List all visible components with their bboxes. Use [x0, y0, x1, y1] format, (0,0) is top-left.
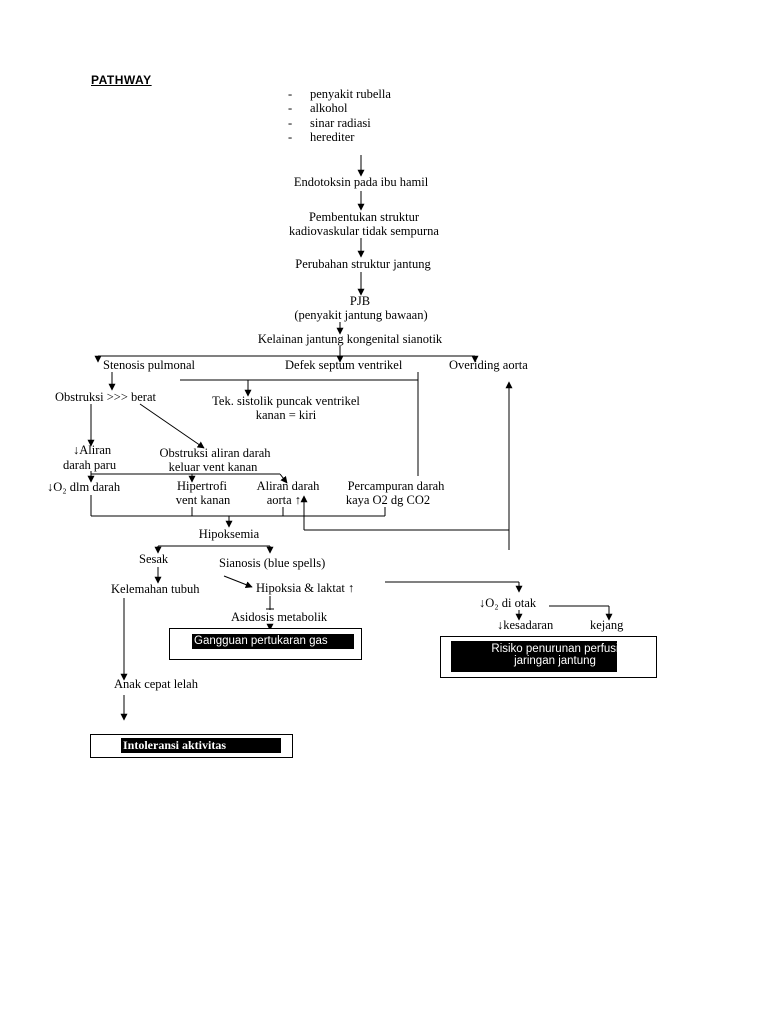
diagnosis-risiko-bar	[451, 641, 617, 672]
node-sesak: Sesak	[139, 552, 169, 566]
node-asidosis: Asidosis metabolik	[231, 610, 328, 624]
node-kesadaran: ↓kesadaran	[497, 618, 554, 632]
node-pjb-line2: (penyakit jantung bawaan)	[294, 308, 428, 322]
node-overiding: Overiding aorta	[449, 358, 528, 372]
node-percampuran-line2: kaya O2 dg CO2	[345, 493, 431, 507]
cause-item: -alkohol	[288, 101, 348, 116]
node-perubahan: Perubahan struktur jantung	[295, 257, 431, 271]
node-aliran-paru-line1: ↓Aliran	[73, 443, 112, 457]
node-defek: Defek septum ventrikel	[285, 358, 403, 372]
node-kelainan: Kelainan jantung kongenital sianotik	[257, 332, 443, 346]
node-obstruksi-aliran-line1: Obstruksi aliran darah	[159, 446, 271, 460]
connector-to-aliran-aorta	[279, 473, 288, 484]
node-pjb-line1: PJB	[349, 294, 371, 308]
node-kelemahan: Kelemahan tubuh	[111, 582, 200, 596]
node-o2-darah: ↓O₂ dlm darah	[47, 480, 121, 494]
node-sianosis: Sianosis (blue spells)	[219, 556, 326, 570]
diagnosis-box-gangguan: Gangguan pertukaran gas	[169, 628, 362, 660]
node-percampuran-line1: Percampuran darah	[347, 479, 445, 493]
node-endotoksin: Endotoksin pada ibu hamil	[293, 175, 429, 189]
diagnosis-risiko-line1: Risiko penurunan perfusi	[491, 643, 619, 655]
node-pembentukan-line2: kadiovaskular tidak sempurna	[289, 224, 439, 238]
diagnosis-box-intoleransi: Intoleransi aktivitas	[90, 734, 293, 758]
node-tek-line1: Tek. sistolik puncak ventrikel	[212, 394, 360, 408]
node-aliran-paru-line2: darah paru	[63, 458, 117, 472]
diagnosis-gangguan-label: Gangguan pertukaran gas	[192, 634, 354, 649]
node-obstruksi: Obstruksi >>> berat	[55, 390, 156, 404]
cause-item: -penyakit rubella	[288, 87, 391, 101]
diagnosis-risiko-line2: jaringan jantung	[514, 655, 596, 667]
node-aliran-aorta-line2: aorta ↑↑	[266, 493, 308, 507]
node-pembentukan-line1: Pembentukan struktur	[308, 210, 420, 224]
node-hipoksia: Hipoksia & laktat ↑	[256, 581, 355, 595]
cause-list: -penyakit rubella -alkohol -sinar radias…	[288, 87, 391, 144]
node-obstruksi-aliran-line2: keluar vent kanan	[168, 460, 258, 474]
connector-sianosis-to-hipoksia	[223, 575, 253, 588]
node-stenosis: Stenosis pulmonal	[103, 358, 196, 372]
cause-item: -herediter	[288, 129, 355, 144]
node-aliran-aorta-line1: Aliran darah	[256, 479, 320, 493]
node-anak-lelah: Anak cepat lelah	[114, 677, 198, 691]
page-title: PATHWAY	[91, 73, 152, 87]
node-hipertrofi-line2: vent kanan	[175, 493, 231, 507]
cause-item: -sinar radiasi	[288, 115, 371, 130]
node-o2-otak: ↓O₂ di otak	[479, 596, 537, 610]
connector-obstruksi-to-obstruksi-aliran	[139, 403, 205, 449]
node-hipertrofi-line1: Hipertrofi	[177, 479, 227, 493]
node-hipoksemia: Hipoksemia	[198, 527, 260, 541]
diagnosis-box-risiko: Risiko penurunan perfusi jaringan jantun…	[440, 636, 657, 678]
diagnosis-intoleransi-label: Intoleransi aktivitas	[121, 738, 281, 753]
node-tek-line2: kanan = kiri	[255, 408, 317, 422]
node-kejang: kejang	[590, 618, 624, 632]
